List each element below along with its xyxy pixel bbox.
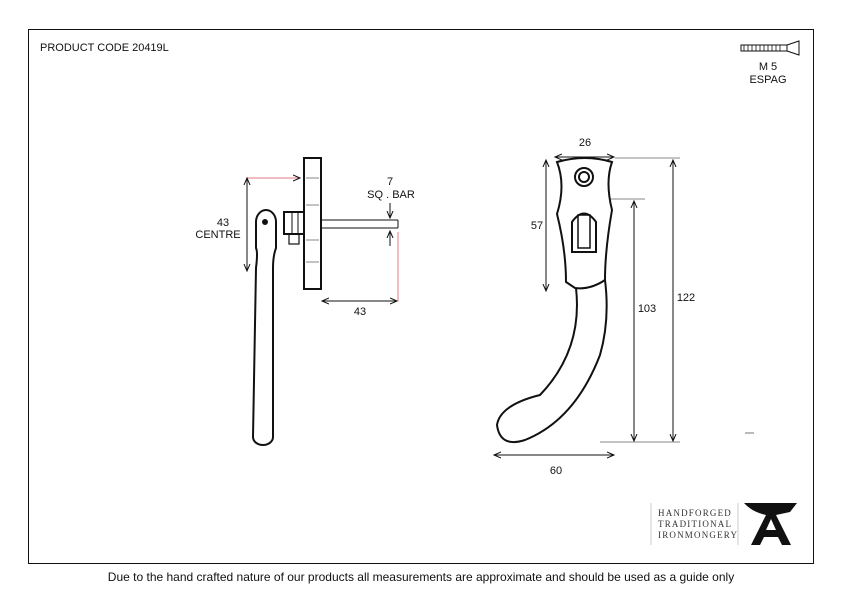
product-code: PRODUCT CODE 20419L: [40, 42, 169, 54]
screw-size: M 5: [759, 61, 777, 73]
handle-drop: 103: [638, 303, 656, 315]
lever-width: 60: [550, 465, 562, 477]
centre-label: CENTRE: [195, 229, 240, 241]
brand-logo: HANDFORGED TRADITIONAL IRONMONGERY: [650, 503, 797, 545]
centre-value: 43: [217, 217, 229, 229]
front-view-handle: [495, 157, 614, 444]
screw-type: ESPAG: [749, 74, 786, 86]
svg-text:HANDFORGED: HANDFORGED: [658, 508, 732, 518]
width-top: 26: [579, 137, 591, 149]
svg-text:IRONMONGERY: IRONMONGERY: [658, 530, 738, 540]
bar-label: SQ . BAR: [367, 189, 415, 201]
overall-height: 122: [677, 292, 695, 304]
screw-icon: [740, 40, 800, 56]
side-view-handle: [251, 157, 399, 446]
plate-height: 57: [531, 220, 543, 232]
anvil-icon: [744, 503, 797, 545]
svg-text:TRADITIONAL: TRADITIONAL: [658, 519, 732, 529]
bar-size: 7: [387, 176, 393, 188]
disclaimer: Due to the hand crafted nature of our pr…: [107, 570, 735, 584]
drawing-frame: [28, 29, 814, 564]
projection-value: 43: [354, 306, 366, 318]
